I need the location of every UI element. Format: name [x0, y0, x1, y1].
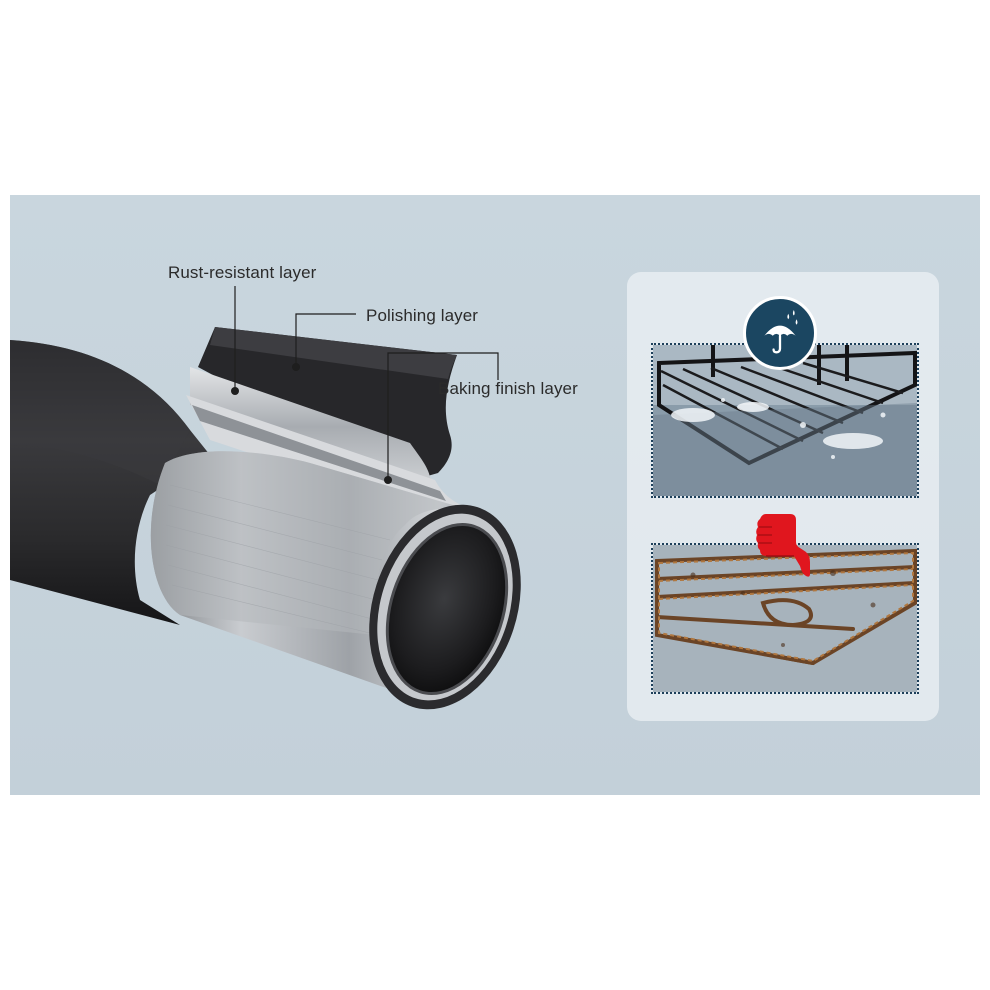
leader-lines — [234, 286, 499, 478]
leader-dot-rust — [231, 387, 239, 395]
polishing-layer-label: Polishing layer — [366, 306, 479, 325]
umbrella-rain-icon — [743, 296, 817, 370]
comparison-card — [627, 272, 939, 721]
waterproof-rack-photo — [651, 343, 919, 498]
tube-mouth-hole — [387, 524, 507, 694]
leader-dot-bake — [384, 476, 392, 484]
rust-resistant-layer-label: Rust-resistant layer — [168, 263, 317, 282]
thumbs-down-icon — [754, 512, 822, 578]
baking-finish-layer-label: Baking finish layer — [438, 379, 578, 398]
leader-dot-polish — [292, 363, 300, 371]
polishing-strip — [190, 367, 438, 487]
rusty-rack-photo — [651, 543, 919, 694]
product-feature-banner: Rust-resistant layer Polishing layer Bak… — [10, 195, 980, 795]
layered-tube-illustration — [10, 286, 521, 710]
